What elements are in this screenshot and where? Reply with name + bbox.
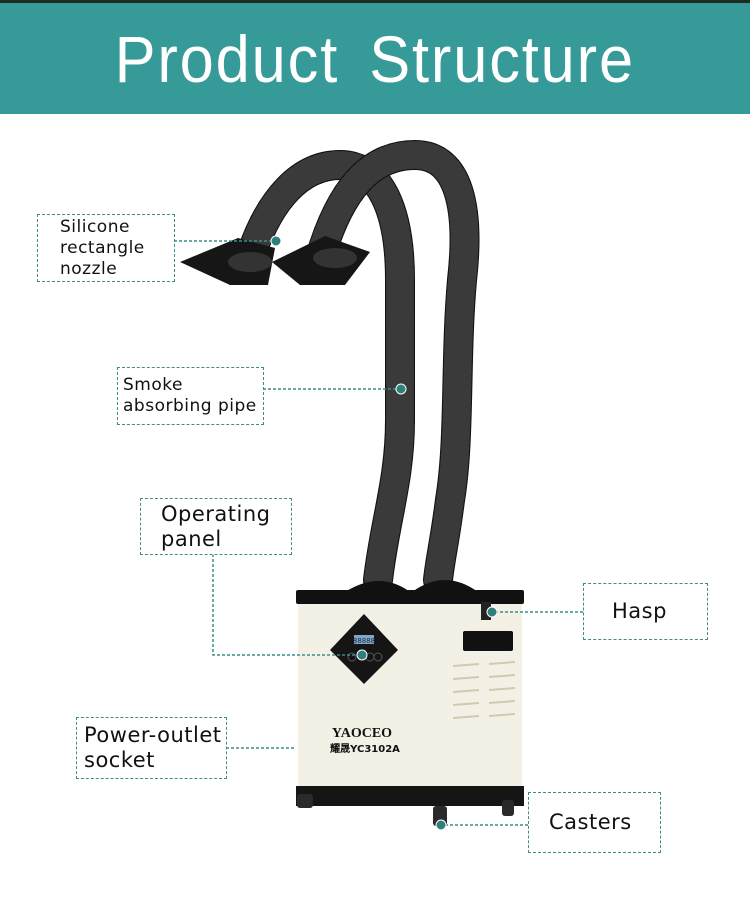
label-text: Power-outlet [84,723,222,747]
label-text: Smoke [123,375,183,395]
label-operating-panel: Operating panel [140,498,292,555]
label-text: Hasp [612,599,667,623]
leader-lines [174,240,583,826]
label-text: Casters [549,810,632,834]
page-title: Product Structure [114,21,636,96]
label-text: panel [161,526,222,551]
label-text: nozzle [60,258,118,279]
label-smoke-pipe: Smoke absorbing pipe [117,367,264,425]
brand-name: YAOCEO [332,726,392,741]
label-silicone-nozzle: Silicone rectangle nozzle [37,214,175,282]
label-casters: Casters [528,792,661,853]
label-hasp: Hasp [583,583,708,640]
svg-text:88888: 88888 [353,637,375,645]
model-name: 耀晟YC3102A [329,742,400,755]
silicone-nozzles [180,236,370,285]
label-text: absorbing pipe [123,396,257,416]
label-text: rectangle [60,237,145,258]
top-strip [0,0,750,3]
label-text: socket [84,748,155,772]
label-text: Operating [161,501,271,526]
smoke-absorbing-pipes [237,139,480,595]
fume-extractor-unit: 88888 YAOCEO 耀晟YC3102A [296,590,524,826]
header-banner: Product Structure [0,3,750,114]
operating-panel [330,614,398,684]
label-text: Silicone [60,216,130,237]
leader-dots [270,235,498,831]
label-power-socket: Power-outlet socket [76,717,227,779]
